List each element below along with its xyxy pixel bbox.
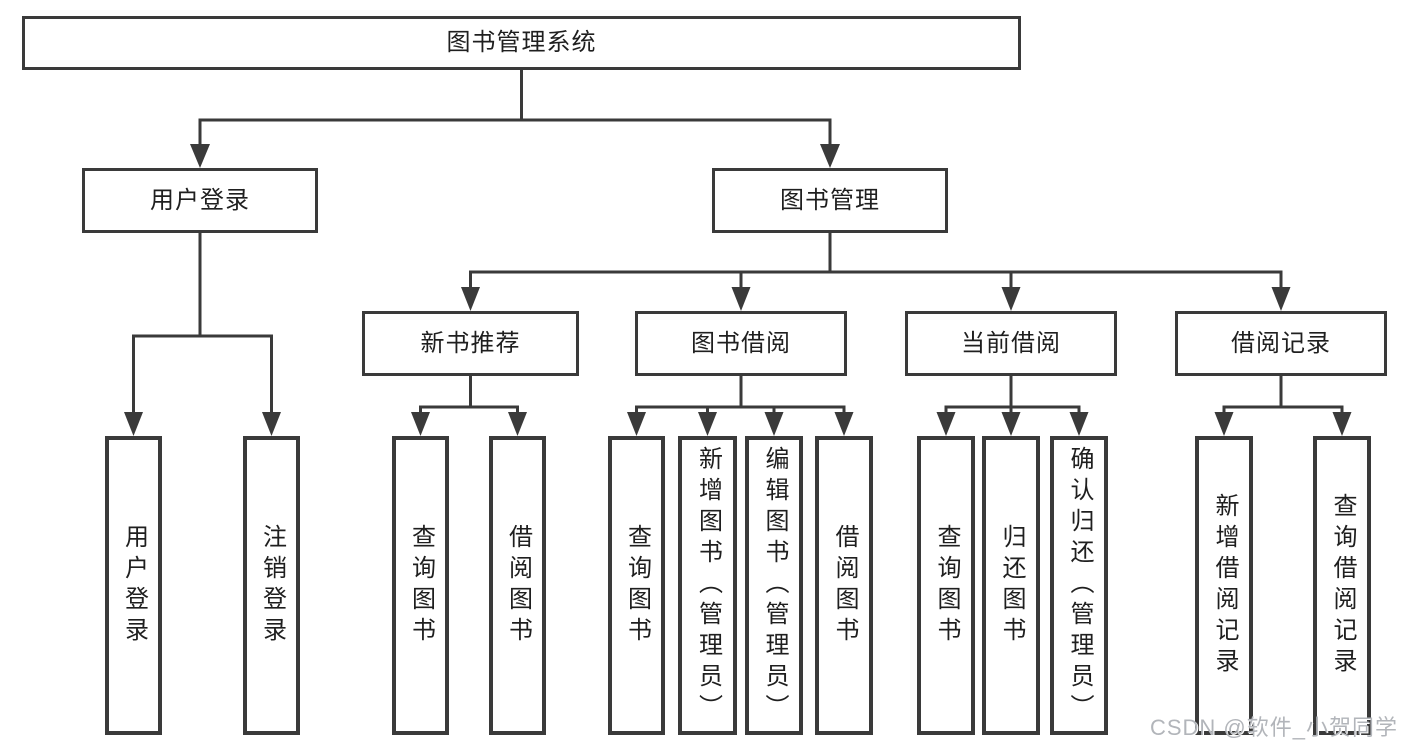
node-current-borrow: 当前借阅 [905,311,1117,376]
leaf-current-confirm-admin: 确认归还（管理员） [1050,436,1108,735]
leaf-borrow-query: 查询图书 [608,436,665,735]
node-book-management: 图书管理 [712,168,948,233]
node-root-system: 图书管理系统 [22,16,1021,70]
leaf-current-query-label: 查询图书 [933,523,960,648]
node-user-login: 用户登录 [82,168,318,233]
leaf-record-query-label: 查询借阅记录 [1329,492,1356,679]
leaf-newbook-query: 查询图书 [392,436,449,735]
leaf-current-return: 归还图书 [982,436,1040,735]
node-borrow-records: 借阅记录 [1175,311,1387,376]
leaf-newbook-borrow: 借阅图书 [489,436,546,735]
leaf-current-query: 查询图书 [917,436,975,735]
leaf-logout: 注销登录 [243,436,300,735]
leaf-user-login-label: 用户登录 [120,523,148,648]
csdn-watermark: CSDN @软件_小贺同学 [1149,715,1398,740]
leaf-logout-label: 注销登录 [258,523,286,648]
leaf-current-return-label: 归还图书 [998,523,1025,648]
leaf-borrow-add-admin-label: 新增图书（管理员） [694,446,722,725]
leaf-borrow-edit-admin-label: 编辑图书（管理员） [761,446,788,725]
leaf-user-login: 用户登录 [105,436,162,735]
leaf-newbook-query-label: 查询图书 [407,523,435,648]
leaf-current-confirm-admin-label: 确认归还（管理员） [1066,446,1093,725]
node-book-borrow: 图书借阅 [635,311,847,376]
leaf-borrow-book-label: 借阅图书 [831,523,858,648]
leaf-record-add-label: 新增借阅记录 [1211,492,1238,679]
leaf-borrow-book: 借阅图书 [815,436,873,735]
leaf-record-add: 新增借阅记录 [1195,436,1253,735]
node-new-book-recommend: 新书推荐 [362,311,579,376]
leaf-newbook-borrow-label: 借阅图书 [504,523,532,648]
leaf-record-query: 查询借阅记录 [1313,436,1371,735]
leaf-borrow-query-label: 查询图书 [623,523,651,648]
leaf-borrow-edit-admin: 编辑图书（管理员） [745,436,803,735]
leaf-borrow-add-admin: 新增图书（管理员） [678,436,737,735]
